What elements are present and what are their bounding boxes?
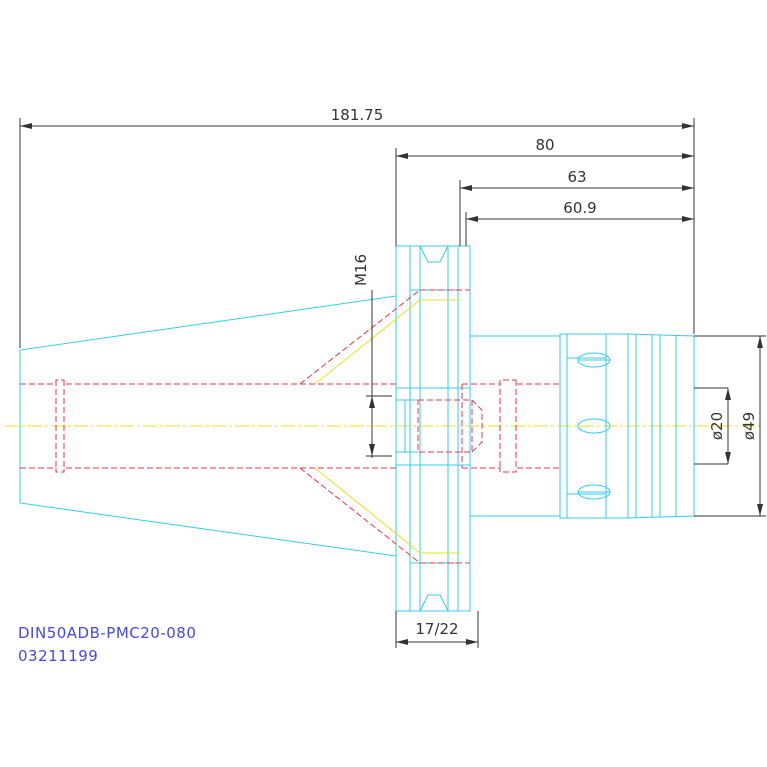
body-nose bbox=[469, 333, 695, 519]
dim-bore-diameter: ø20 bbox=[708, 412, 726, 440]
dim-length-80: 80 bbox=[535, 136, 554, 154]
thread-insert bbox=[395, 388, 418, 465]
dim-flange-width: 17/22 bbox=[415, 620, 458, 638]
flange bbox=[395, 245, 471, 612]
dim-thread: M16 bbox=[352, 254, 370, 286]
chamfer-lines bbox=[314, 299, 460, 554]
dim-overall-length: 181.75 bbox=[331, 106, 384, 124]
dimension-lines bbox=[19, 118, 766, 648]
dim-length-63: 63 bbox=[567, 168, 586, 186]
part-number: DIN50ADB-PMC20-080 bbox=[18, 624, 197, 642]
taper-shank bbox=[19, 295, 397, 557]
hidden-bore bbox=[20, 289, 560, 564]
dim-outer-diameter: ø49 bbox=[740, 412, 758, 440]
part-code: 03211199 bbox=[18, 647, 99, 665]
dim-length-60-9: 60.9 bbox=[563, 199, 596, 217]
